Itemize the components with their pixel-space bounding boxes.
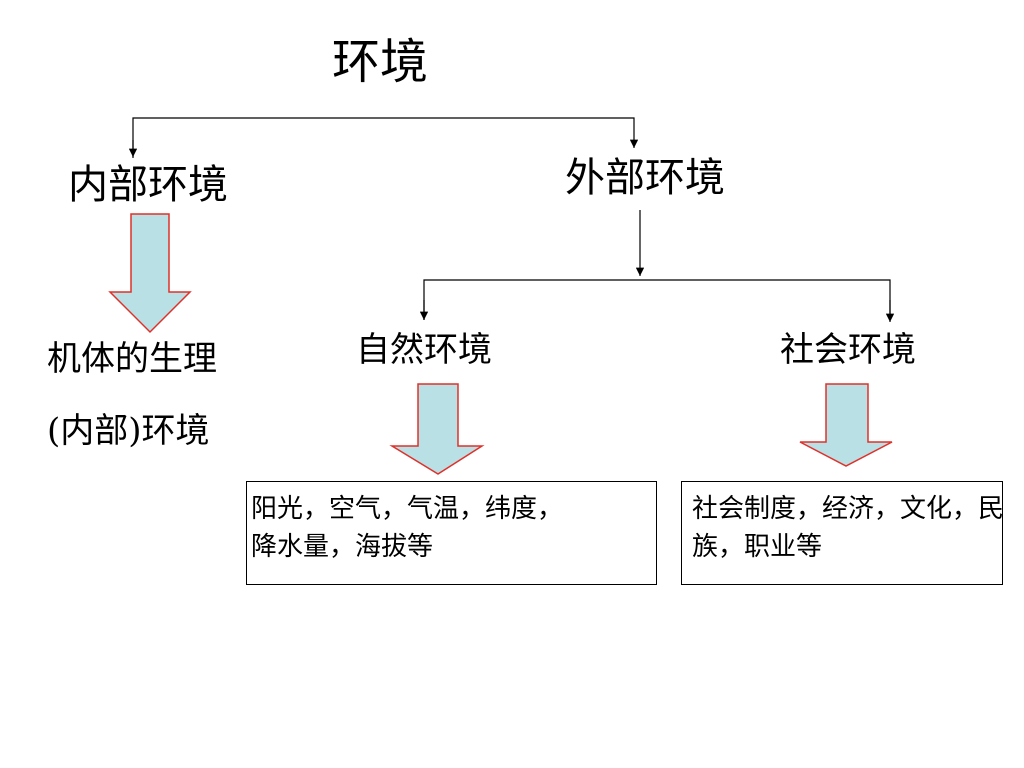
internal-detail-line1: 机体的生理 xyxy=(47,339,217,379)
natural-examples-box: 阳光，空气，气温，纬度，降水量，海拔等 xyxy=(246,481,657,585)
natural-env-node: 自然环境 xyxy=(356,330,492,370)
internal-env-node: 内部环境 xyxy=(68,162,228,208)
natural-examples-text: 阳光，空气，气温，纬度，降水量，海拔等 xyxy=(251,494,564,562)
social-block-arrow xyxy=(799,383,893,467)
social-env-node: 社会环境 xyxy=(780,330,916,370)
internal-detail-line2: (内部)环境 xyxy=(47,411,210,451)
social-examples-text: 社会制度，经济，文化，民族，职业等 xyxy=(692,494,1005,562)
natural-block-arrow xyxy=(389,383,485,475)
social-examples-box: 社会制度，经济，文化，民族，职业等 xyxy=(681,481,1005,585)
internal-block-arrow xyxy=(108,213,192,334)
external-split-connector xyxy=(423,279,891,320)
root-node-label: 环境 xyxy=(332,34,429,90)
external-env-node: 外部环境 xyxy=(565,155,725,201)
root-connector xyxy=(132,117,639,158)
